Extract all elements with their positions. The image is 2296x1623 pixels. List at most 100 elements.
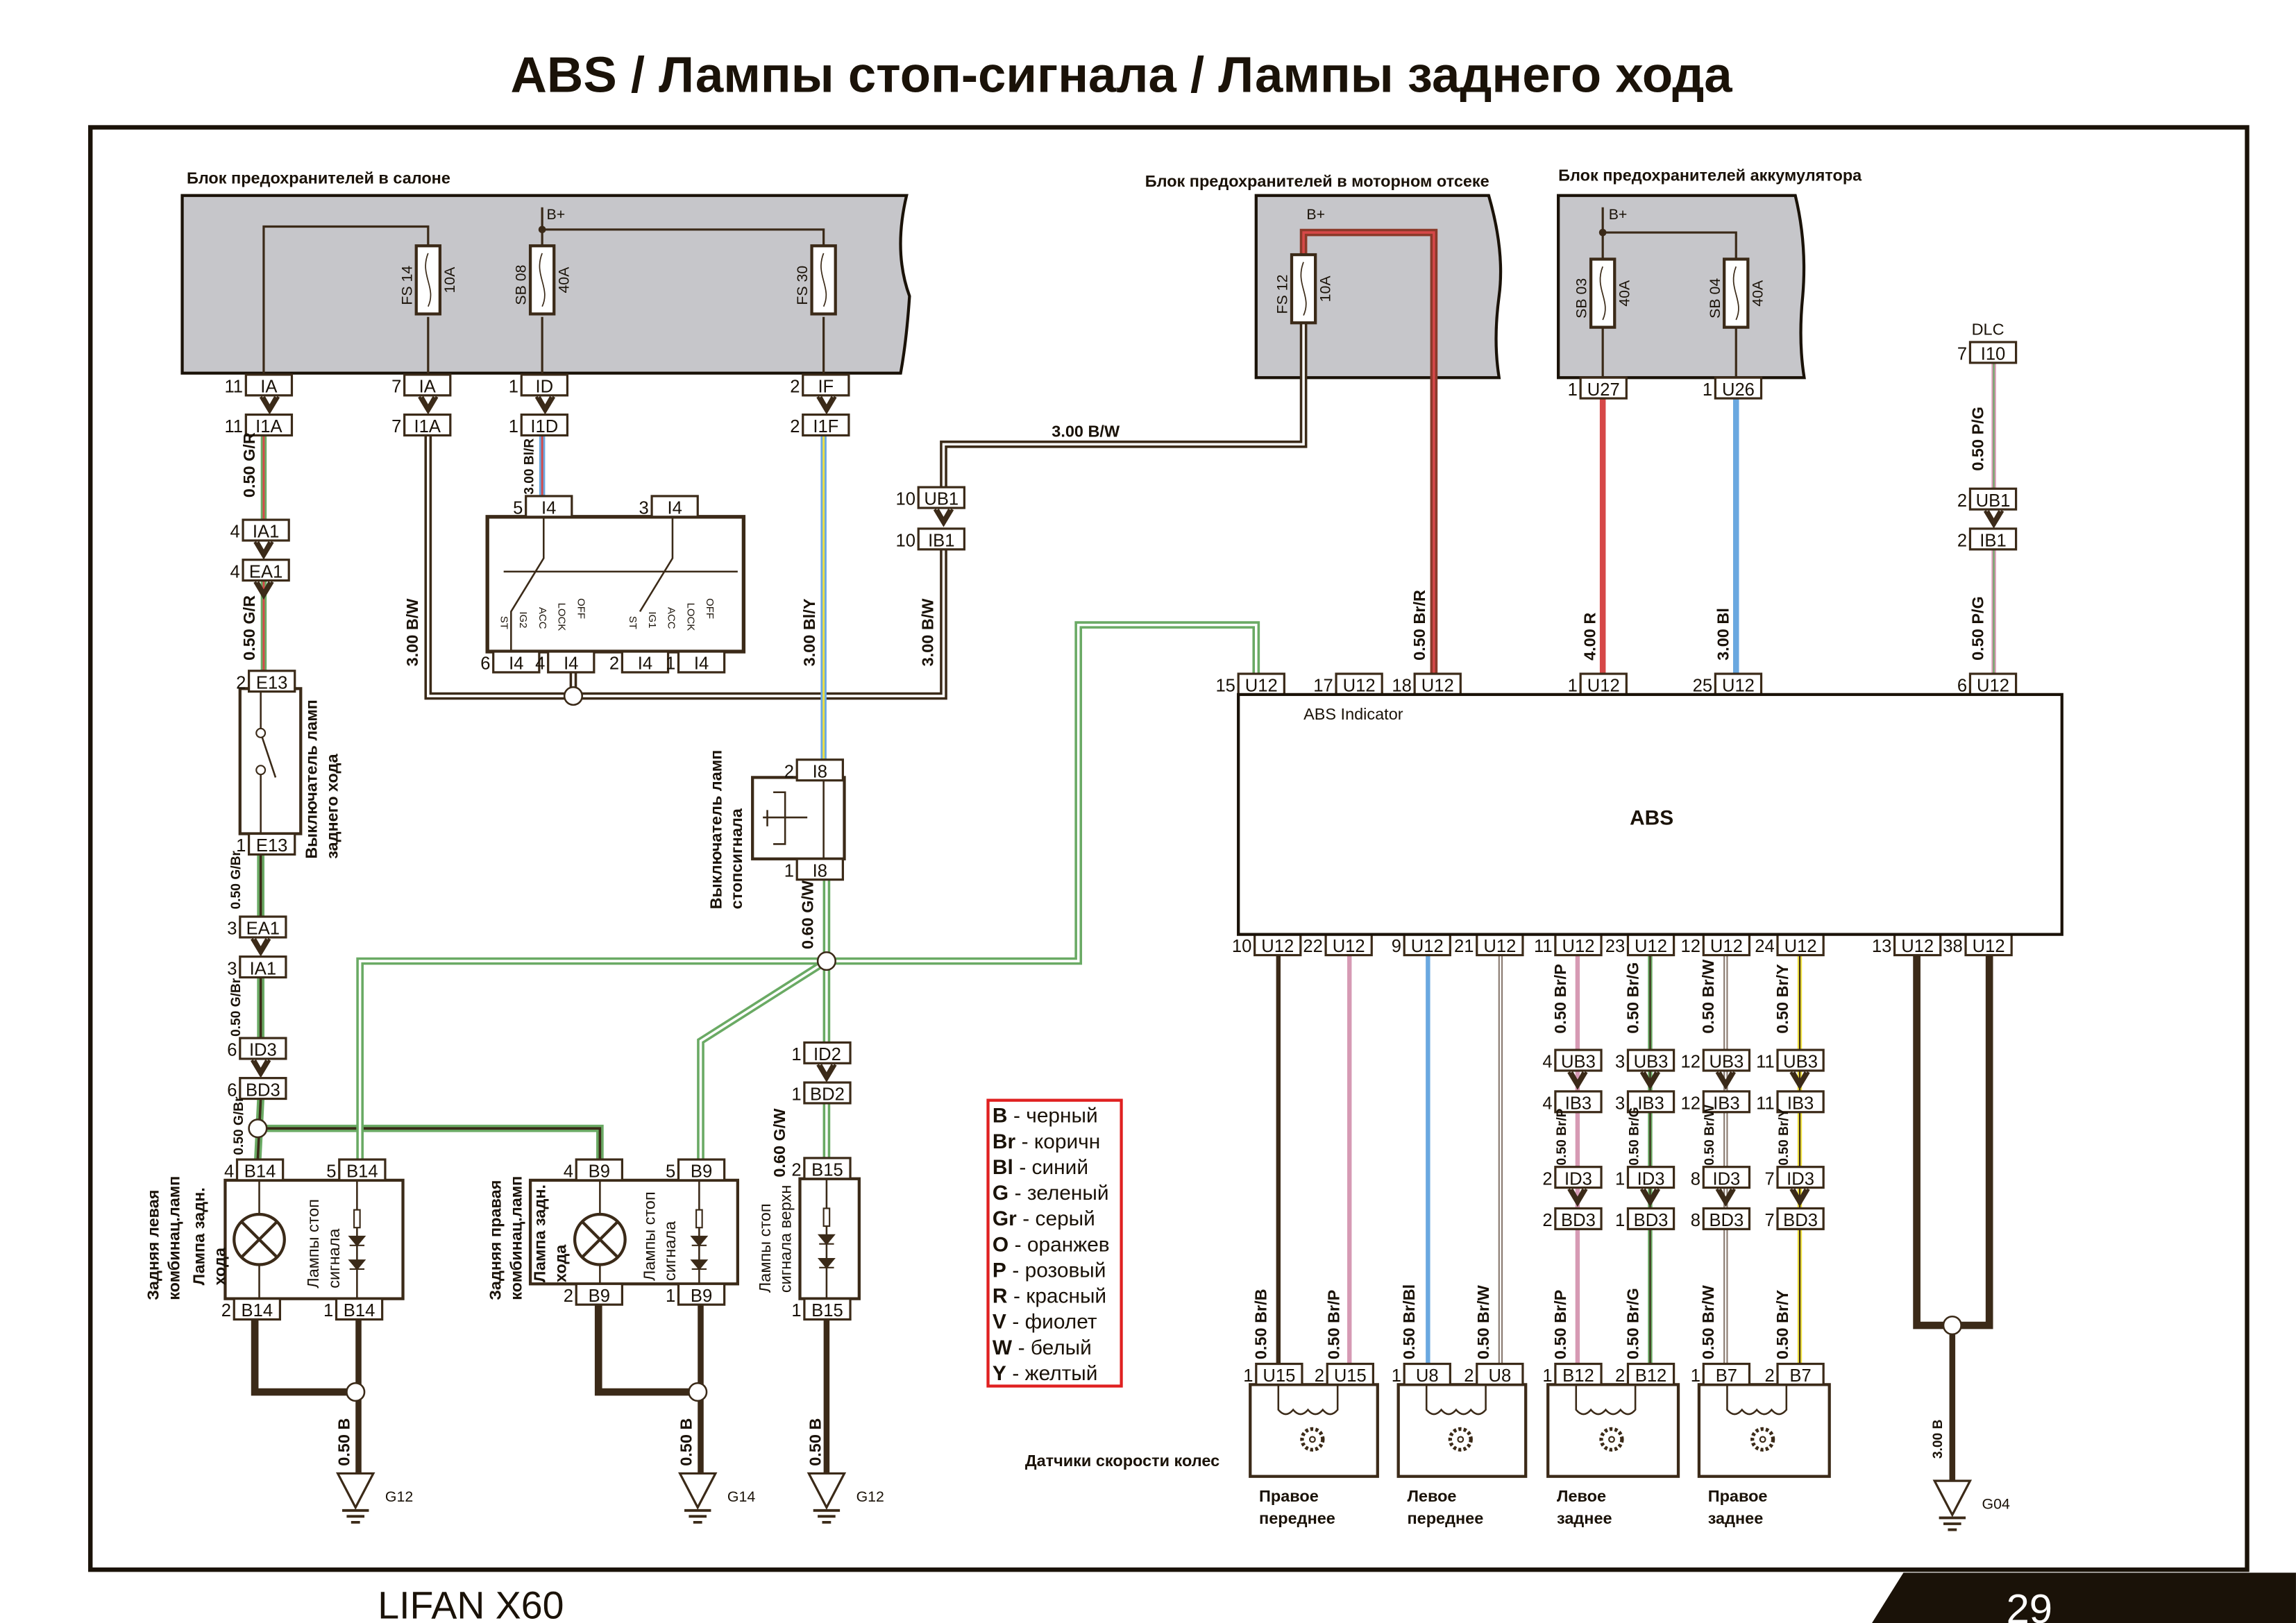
wire-spec-label: 0.50 Br/P [1551,1290,1569,1359]
component-label: комбинац.ламп [164,1176,183,1300]
engine-fuse-box: Блок предохранителей в моторном отсеке [1145,172,1503,380]
fuse-name: SB 04 [1707,278,1723,318]
component-label: хода [210,1247,228,1285]
legend-code: V [993,1311,1006,1334]
connector-body [1702,1048,1751,1072]
connector-pin: 3 [227,919,237,939]
connector-body [242,518,290,542]
fuse-name: SB 08 [513,265,530,305]
ignition-position-label: IG2 [517,611,529,628]
connector-pin: 2 [236,673,246,692]
connector-b9: B91 [666,1282,726,1306]
fuse-element-icon [1599,266,1606,321]
legend-color-name: - красный [1013,1285,1106,1308]
connector-id: U8 [1416,1366,1439,1386]
legend-code: O [993,1233,1008,1256]
connector-id: ID2 [813,1045,841,1064]
connector-body [802,373,850,397]
connector-body [1702,933,1751,957]
component-label: сигнала [325,1228,343,1289]
connector-id: I1F [813,417,838,436]
connector-id: U12 [1722,677,1755,696]
legend-code: B [993,1105,1008,1128]
ignition-switch-body [485,515,746,654]
connector-id: U12 [1483,937,1516,956]
connector-pin: 6 [1957,677,1967,696]
legend-color-name: - фиолет [1012,1311,1097,1334]
connector-b9: B92 [564,1282,623,1306]
connector-body [242,559,290,582]
wire-spec-label: 0.60 G/W [799,880,817,949]
connector-pin: 15 [1215,677,1235,696]
page-title: ABS / Лампы стоп-сигнала / Лампы заднего… [511,46,1733,103]
connector-pin: 1 [1691,1366,1700,1386]
connector-pin: 13 [1872,937,1891,956]
connector-pin: 4 [1542,1094,1552,1113]
connector-body [335,1298,384,1321]
connector-body [525,495,573,518]
connector-id: B14 [242,1301,273,1320]
connector-id: ID [536,377,554,397]
connector-pin: 3 [639,499,649,518]
legend-item: P- розовый [993,1259,1106,1282]
connector-body [1776,1362,1825,1386]
supply-b-plus: B+ [1609,206,1628,223]
gear-hub-icon [1308,1436,1316,1443]
wire-spec-label: 0.50 B [806,1418,824,1466]
connector-id: B7 [1716,1366,1737,1386]
connector-mate-arrow-icon [1567,1188,1588,1207]
ground-bars-icon [342,1509,369,1524]
connector-body [1714,376,1763,400]
connector-id: BD3 [1783,1211,1818,1230]
supply-b-plus: B+ [547,206,566,223]
connector-b9: B94 [564,1158,623,1182]
connector-mate-arrow-icon [933,509,954,527]
led-icon [348,1259,366,1271]
coil-icon [1575,1384,1637,1416]
connector-id: UB1 [924,490,959,509]
contact-icon [255,727,267,738]
connector-pin: 1 [791,1301,801,1320]
led-icon [690,1259,709,1271]
legend-code: Br [993,1130,1016,1153]
connector-id: U12 [1343,677,1376,696]
ground-symbol: G12 [335,1472,413,1524]
ground-label: G04 [1982,1496,2010,1513]
connector-id: I1D [530,417,558,436]
connector-body [1554,1166,1603,1189]
connector-id: U12 [1261,937,1294,956]
wire-spec-label: 0.50 Br/Bl [1400,1284,1418,1359]
connector-body [1626,1207,1675,1230]
ground-symbol: G14 [677,1472,755,1524]
wire-spec-label: 0.50 Br/Y [1777,1108,1791,1165]
connector-mate-arrow-icon [253,581,274,600]
connector-id: IB3 [1637,1094,1664,1113]
connector-id: U12 [1973,937,2005,956]
connector-mate-arrow-icon [816,1064,837,1082]
bulb-cross-icon [581,1221,619,1259]
wire-stripe [1302,231,1435,674]
connector-id: U12 [1333,937,1365,956]
legend-item: W- белый [993,1336,1092,1359]
sensor-name: Правое [1259,1487,1319,1505]
connector-pin: 1 [509,377,518,397]
sensor-name: заднее [1708,1509,1764,1527]
connector-body [1255,1362,1303,1386]
connector-pin: 1 [1568,380,1578,400]
connector-mate-arrow-icon [1983,510,2004,529]
legend-code: Bl [993,1156,1013,1179]
